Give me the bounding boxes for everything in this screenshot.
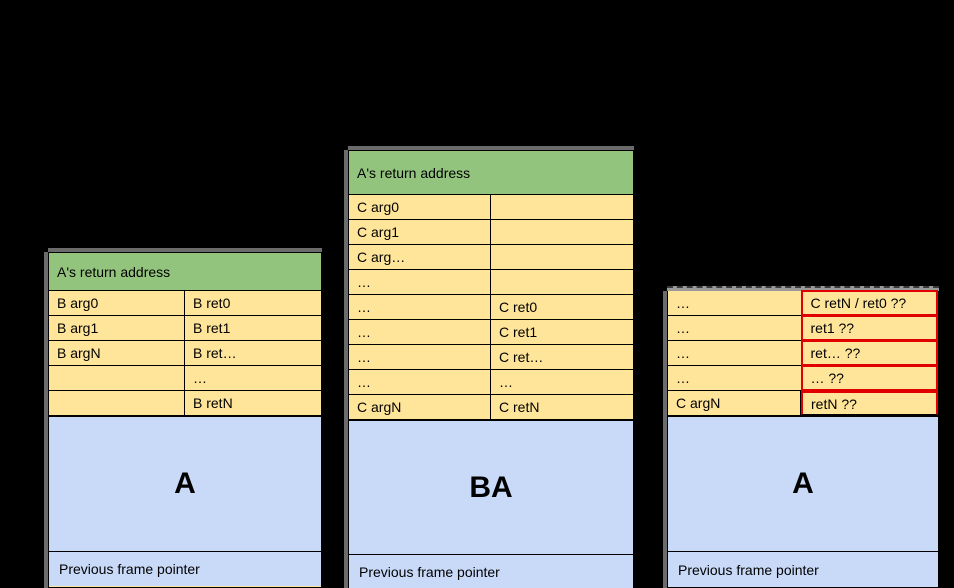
argument-return-rows-left: B arg0 B ret0 B arg1 B ret1 B argN B ret…: [49, 291, 321, 416]
table-row: …: [49, 366, 321, 391]
arg-cell: …: [668, 316, 802, 340]
table-row: … C ret…: [349, 345, 633, 370]
frame-middle: A's return address C arg0 C arg1 C arg… …: [348, 150, 634, 588]
table-row: C argN C retN: [349, 395, 633, 420]
arg-cell: …: [349, 345, 491, 369]
table-row: C arg1: [349, 220, 633, 245]
ret-cell: C retN: [491, 395, 633, 419]
ret-cell: C ret1: [491, 320, 633, 344]
frame-body-label-middle: BA: [349, 420, 633, 554]
ret-cell: [491, 220, 633, 244]
arg-cell: C arg0: [349, 195, 491, 219]
previous-frame-pointer-left: Previous frame pointer: [49, 551, 321, 586]
ret-cell-unknown: ret1 ??: [800, 315, 938, 341]
ret-cell: B ret…: [185, 341, 321, 365]
panel-shadow-left-right: [663, 291, 667, 588]
previous-frame-pointer-middle: Previous frame pointer: [349, 554, 633, 588]
argument-return-rows-right: … C retN / ret0 ?? … ret1 ?? … ret… ?? ……: [668, 290, 938, 416]
frame-body-label-left: A: [49, 416, 321, 551]
arg-cell: C argN: [349, 395, 491, 419]
ret-cell: B retN: [185, 391, 321, 415]
arg-cell: …: [668, 341, 802, 365]
ret-cell: B ret1: [185, 316, 321, 340]
table-row: B arg0 B ret0: [49, 291, 321, 316]
arg-cell: B arg1: [49, 316, 185, 340]
arg-cell: …: [349, 370, 491, 394]
table-row: C arg0: [349, 195, 633, 220]
ret-cell-unknown: … ??: [800, 365, 938, 391]
panel-dashed-top-right: [667, 286, 939, 291]
arg-cell: B argN: [49, 341, 185, 365]
arg-cell: C argN: [668, 391, 801, 415]
table-row: … ret… ??: [668, 340, 938, 366]
stack-frame-diagram-right: … C retN / ret0 ?? … ret1 ?? … ret… ?? ……: [663, 286, 939, 588]
ret-cell: C ret…: [491, 345, 633, 369]
table-row: B retN: [49, 391, 321, 416]
ret-cell-unknown: retN ??: [801, 391, 938, 415]
arg-cell: [49, 391, 185, 415]
panel-shadow-top-left: [48, 248, 322, 252]
ret-cell: [491, 270, 633, 294]
ret-cell: C ret0: [491, 295, 633, 319]
ret-cell: [491, 195, 633, 219]
table-row: C arg…: [349, 245, 633, 270]
table-row: B arg1 B ret1: [49, 316, 321, 341]
ret-cell-unknown: ret… ??: [800, 340, 938, 366]
arg-cell: C arg1: [349, 220, 491, 244]
arg-cell: …: [349, 270, 491, 294]
arg-cell: …: [349, 320, 491, 344]
table-row: … …: [349, 370, 633, 395]
arg-cell: …: [668, 291, 802, 315]
arg-cell: …: [349, 295, 491, 319]
table-row: … … ??: [668, 365, 938, 391]
ret-cell: …: [491, 370, 633, 394]
table-row: …: [349, 270, 633, 295]
table-row: … C ret1: [349, 320, 633, 345]
panel-shadow-left-middle: [344, 150, 348, 588]
return-address-header-middle: A's return address: [349, 151, 633, 195]
stack-frame-diagram-middle: A's return address C arg0 C arg1 C arg… …: [344, 146, 634, 588]
argument-return-rows-middle: C arg0 C arg1 C arg… … … C ret0: [349, 195, 633, 420]
panel-shadow-top-middle: [348, 146, 634, 150]
arg-cell: [49, 366, 185, 390]
table-row: … C ret0: [349, 295, 633, 320]
arg-cell: C arg…: [349, 245, 491, 269]
previous-frame-pointer-right: Previous frame pointer: [668, 551, 938, 587]
return-address-header-left: A's return address: [49, 253, 321, 291]
table-row: … ret1 ??: [668, 315, 938, 341]
panel-shadow-left-left: [44, 252, 48, 588]
ret-cell: [491, 245, 633, 269]
table-row: … C retN / ret0 ??: [668, 290, 938, 316]
ret-cell: B ret0: [185, 291, 321, 315]
table-row: C argN retN ??: [668, 391, 938, 416]
frame-left: A's return address B arg0 B ret0 B arg1 …: [48, 252, 322, 588]
ret-cell: …: [185, 366, 321, 390]
frame-right: … C retN / ret0 ?? … ret1 ?? … ret… ?? ……: [667, 290, 939, 588]
frame-body-label-right: A: [668, 416, 938, 551]
table-row: B argN B ret…: [49, 341, 321, 366]
stack-frame-diagram-left: A's return address B arg0 B ret0 B arg1 …: [44, 248, 322, 588]
arg-cell: …: [668, 366, 802, 390]
arg-cell: B arg0: [49, 291, 185, 315]
ret-cell-unknown: C retN / ret0 ??: [800, 290, 938, 316]
